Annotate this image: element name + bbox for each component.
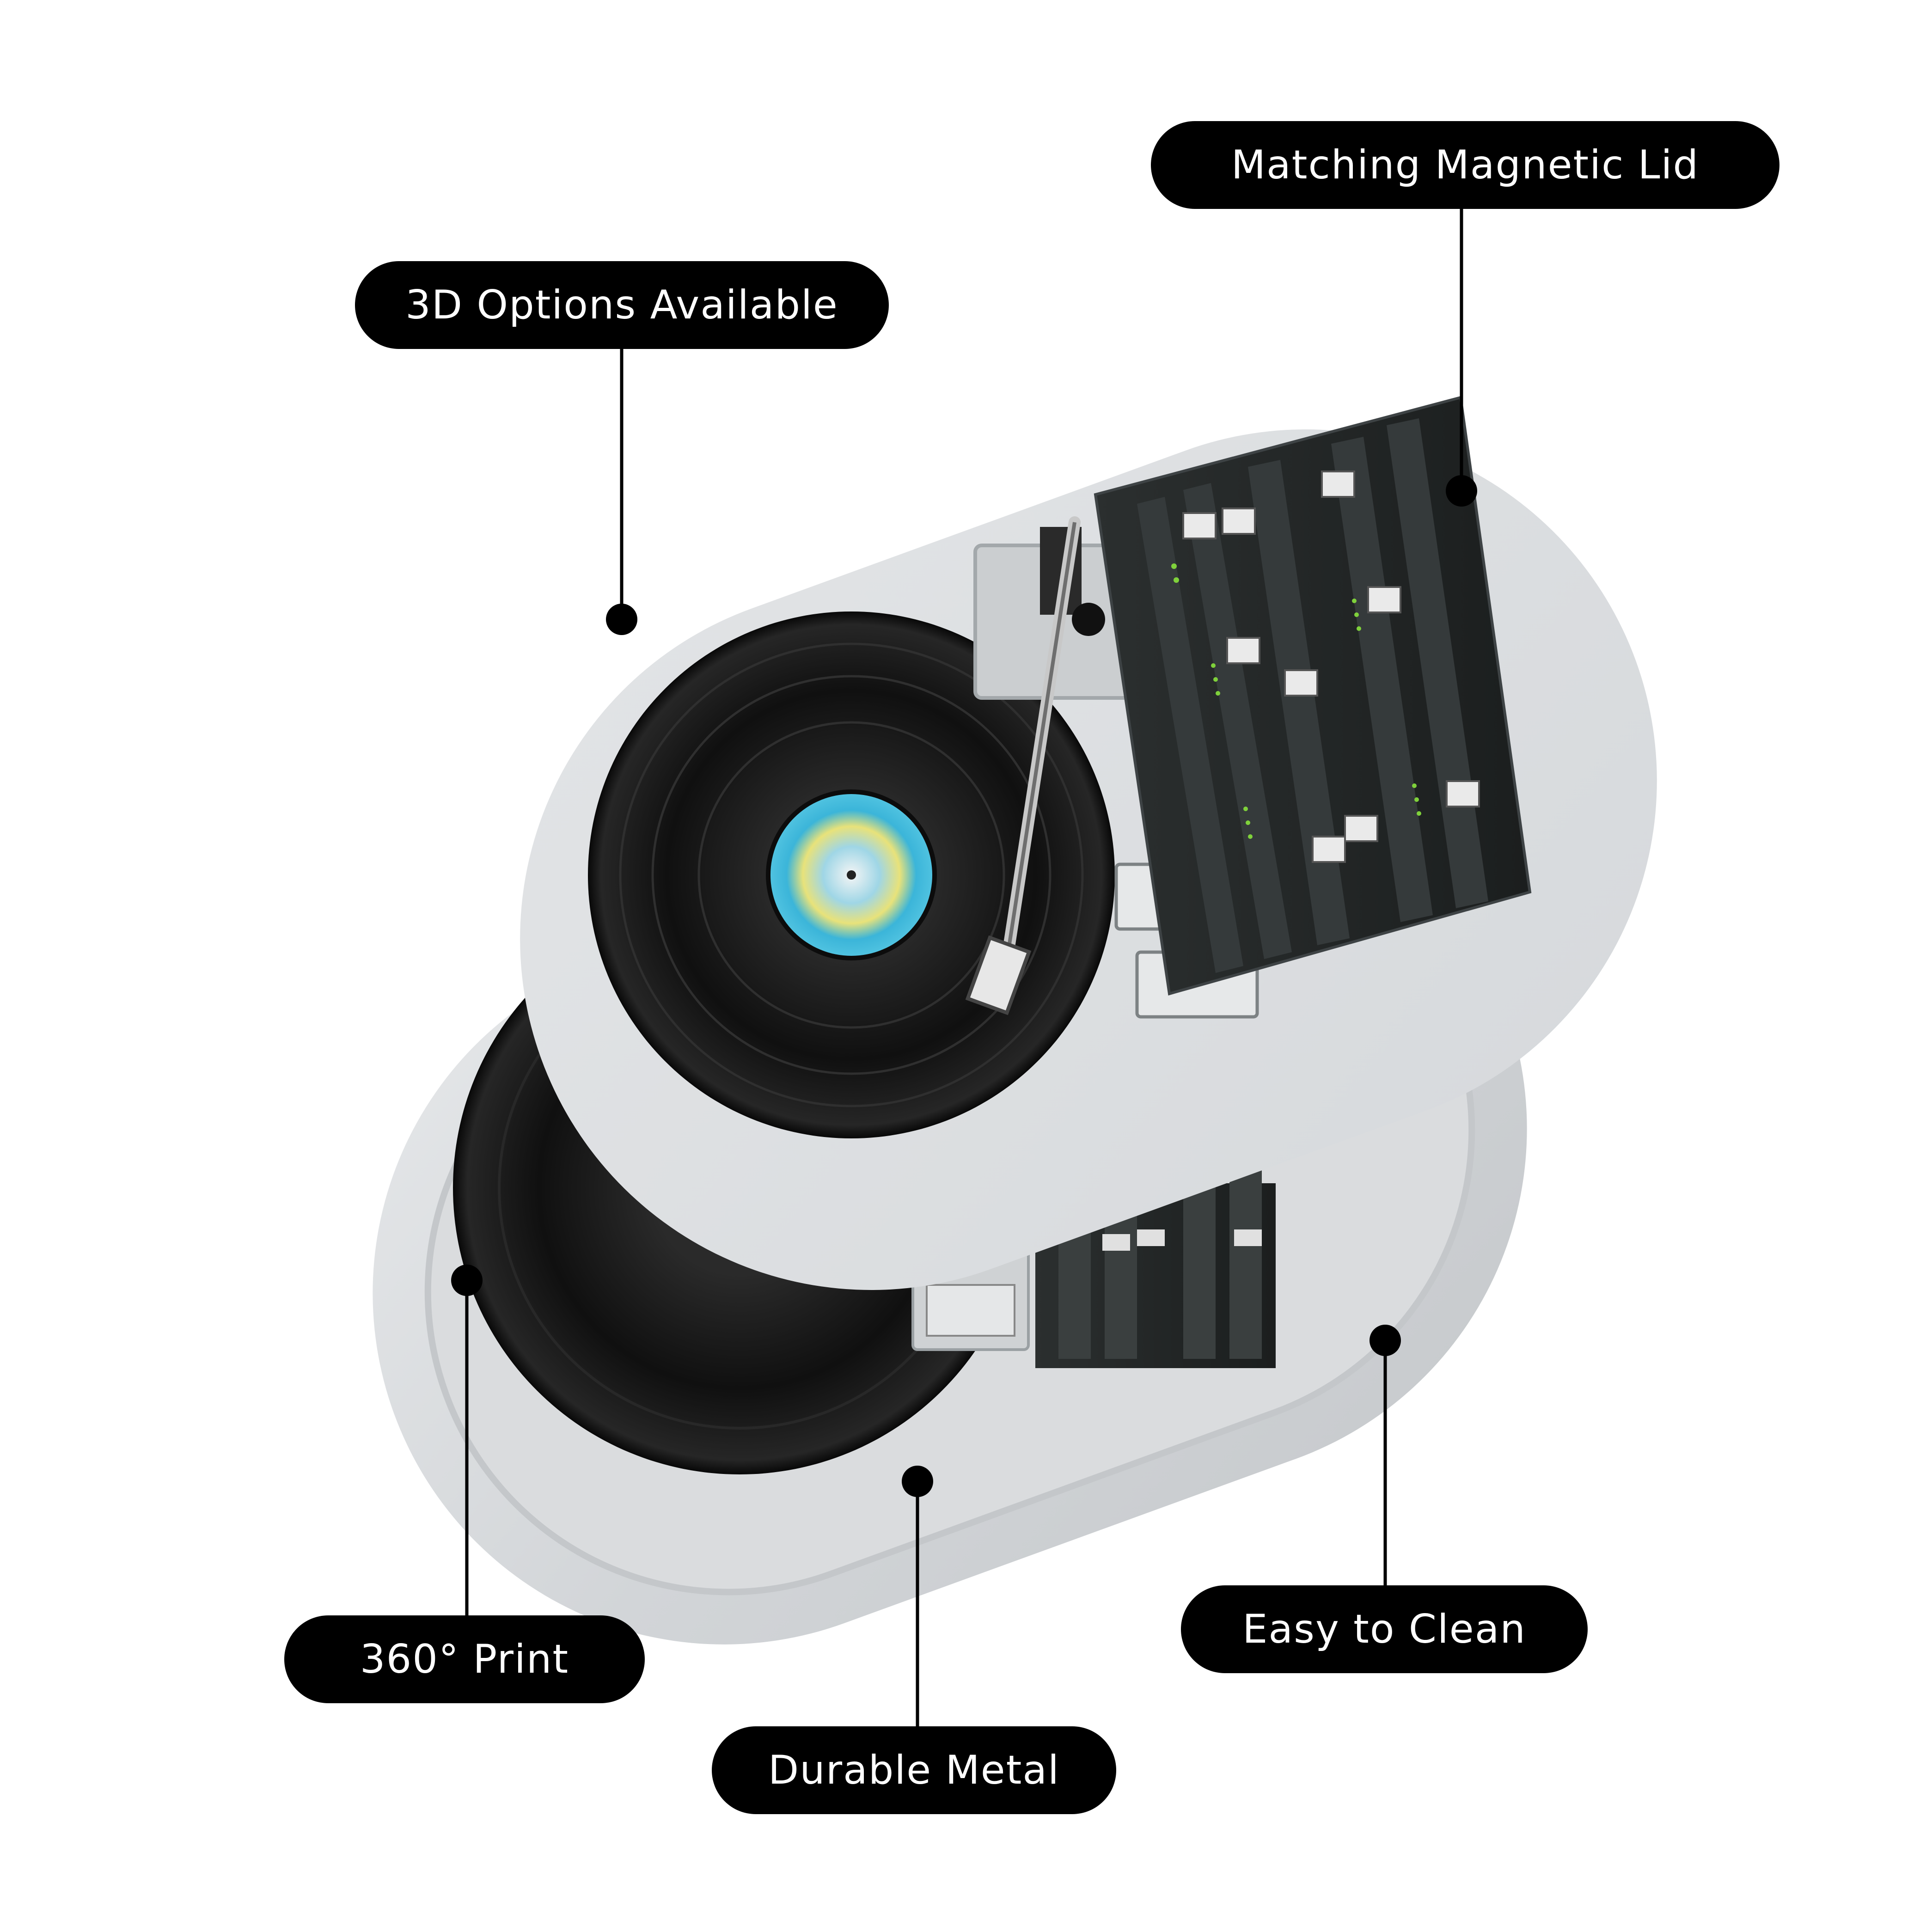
feature-label-durable-metal: Durable Metal [712,1726,1116,1814]
tray-controls [911,1119,1276,1368]
lid: VB [520,396,1657,1290]
metal-marker-dot [902,1466,933,1497]
lid-marker-dot [1446,475,1477,507]
feature-text-easy-clean: Easy to Clean [1242,1606,1526,1652]
feature-text-360-print: 360° Print [360,1636,569,1682]
connector-dots [451,475,1477,1497]
feature-label-easy-clean: Easy to Clean [1181,1585,1588,1673]
connector-lines [465,209,1463,1726]
feature-label-lid: Matching Magnetic Lid [1151,121,1779,209]
tonearm [965,516,1143,1015]
feature-text-3d-options: 3D Options Available [405,282,838,328]
clean-marker-dot [1370,1325,1401,1356]
vinyl-record [588,611,1115,1138]
slider-panel [1094,396,1532,996]
print-marker-dot [451,1265,483,1296]
options-marker-dot [606,604,637,635]
feature-text-lid: Matching Magnetic Lid [1231,142,1700,188]
feature-label-360-print: 360° Print [284,1615,645,1703]
feature-text-durable-metal: Durable Metal [768,1747,1060,1793]
feature-label-3d-options: 3D Options Available [355,261,889,349]
